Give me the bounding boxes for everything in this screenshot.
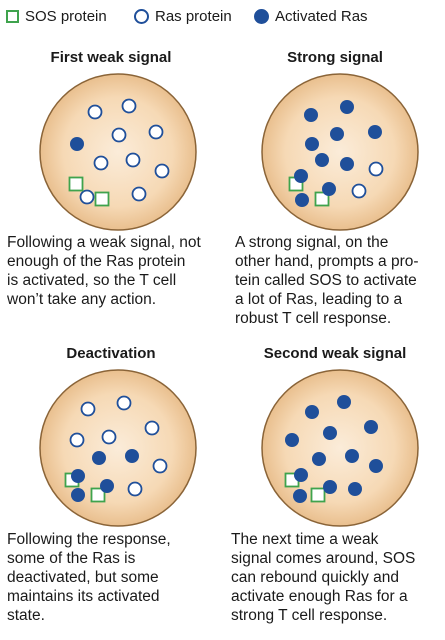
ras-protein — [69, 432, 85, 448]
activated-ras — [293, 489, 307, 503]
activated-ras — [337, 395, 351, 409]
activated-ras — [295, 193, 309, 207]
panel-title: First weak signal — [50, 49, 172, 66]
activated-ras — [285, 433, 299, 447]
ras-protein — [127, 481, 143, 497]
ras-protein — [351, 183, 367, 199]
sos-protein — [310, 487, 326, 503]
ras-protein — [154, 163, 170, 179]
activated-ras — [125, 449, 139, 463]
activated-ras — [323, 426, 337, 440]
panel-caption: Following the response, some of the Ras … — [7, 531, 171, 624]
ras-protein — [93, 155, 109, 171]
legend-item-activated: Activated Ras — [254, 6, 368, 26]
ras-protein-ring-icon — [134, 8, 149, 24]
activated-ras — [345, 449, 359, 463]
panel-title: Second weak signal — [263, 345, 407, 362]
ras-protein — [121, 98, 137, 114]
activated-ras — [305, 405, 319, 419]
legend-item-sos: SOS protein — [6, 6, 107, 26]
cell-membrane — [39, 369, 197, 527]
cell-membrane — [261, 73, 419, 231]
ras-protein — [87, 104, 103, 120]
panel-second-weak-signal: Second weak signal The next time a weak … — [226, 340, 444, 640]
legend-label-sos: SOS protein — [25, 7, 107, 25]
ras-protein — [116, 395, 132, 411]
ras-protein — [131, 186, 147, 202]
panel-strong-signal: Strong signal A strong signal, on the ot… — [226, 44, 444, 344]
activated-ras — [92, 451, 106, 465]
activated-ras — [294, 169, 308, 183]
activated-ras — [348, 482, 362, 496]
sos-protein — [90, 487, 106, 503]
ras-protein — [368, 161, 384, 177]
panel-title: Deactivation — [66, 345, 156, 362]
sos-protein-square-icon — [6, 9, 19, 23]
activated-ras — [322, 182, 336, 196]
ras-protein — [148, 124, 164, 140]
activated-ras — [294, 468, 308, 482]
sos-protein — [314, 191, 330, 207]
sos-protein — [68, 176, 84, 192]
legend-label-ras: Ras protein — [155, 7, 232, 25]
activated-ras — [71, 469, 85, 483]
activated-ras-dot-icon — [254, 8, 269, 24]
sos-protein — [94, 191, 110, 207]
panel-first-weak-signal: First weak signal Following a weak signa… — [2, 44, 220, 344]
ras-protein — [79, 189, 95, 205]
activated-ras — [369, 459, 383, 473]
activated-ras — [315, 153, 329, 167]
activated-ras — [312, 452, 326, 466]
t-cell — [39, 369, 197, 527]
activated-ras — [100, 479, 114, 493]
t-cell — [261, 73, 419, 231]
activated-ras — [340, 100, 354, 114]
activated-ras — [368, 125, 382, 139]
panel-caption: A strong signal, on the other hand, prom… — [235, 234, 419, 327]
activated-ras — [364, 420, 378, 434]
ras-protein — [111, 127, 127, 143]
ras-protein — [152, 458, 168, 474]
activated-ras — [70, 137, 84, 151]
t-cell — [261, 369, 419, 527]
legend-item-ras: Ras protein — [134, 6, 232, 26]
panel-caption: Following a weak signal, not enough of t… — [7, 234, 201, 308]
cell-membrane — [39, 73, 197, 231]
panel-caption: The next time a weak signal comes around… — [231, 531, 416, 624]
activated-ras — [305, 137, 319, 151]
panel-deactivation: Deactivation Following the response, som… — [2, 340, 220, 640]
activated-ras — [304, 108, 318, 122]
activated-ras — [340, 157, 354, 171]
activated-ras — [330, 127, 344, 141]
ras-protein — [101, 429, 117, 445]
ras-protein — [144, 420, 160, 436]
ras-protein — [80, 401, 96, 417]
activated-ras — [71, 488, 85, 502]
panel-title: Strong signal — [287, 49, 383, 66]
legend-label-activated: Activated Ras — [275, 7, 368, 25]
legend: SOS protein Ras protein Activated Ras — [6, 4, 442, 28]
cell-membrane — [261, 369, 419, 527]
activated-ras — [323, 480, 337, 494]
ras-protein — [125, 152, 141, 168]
t-cell — [39, 73, 197, 231]
